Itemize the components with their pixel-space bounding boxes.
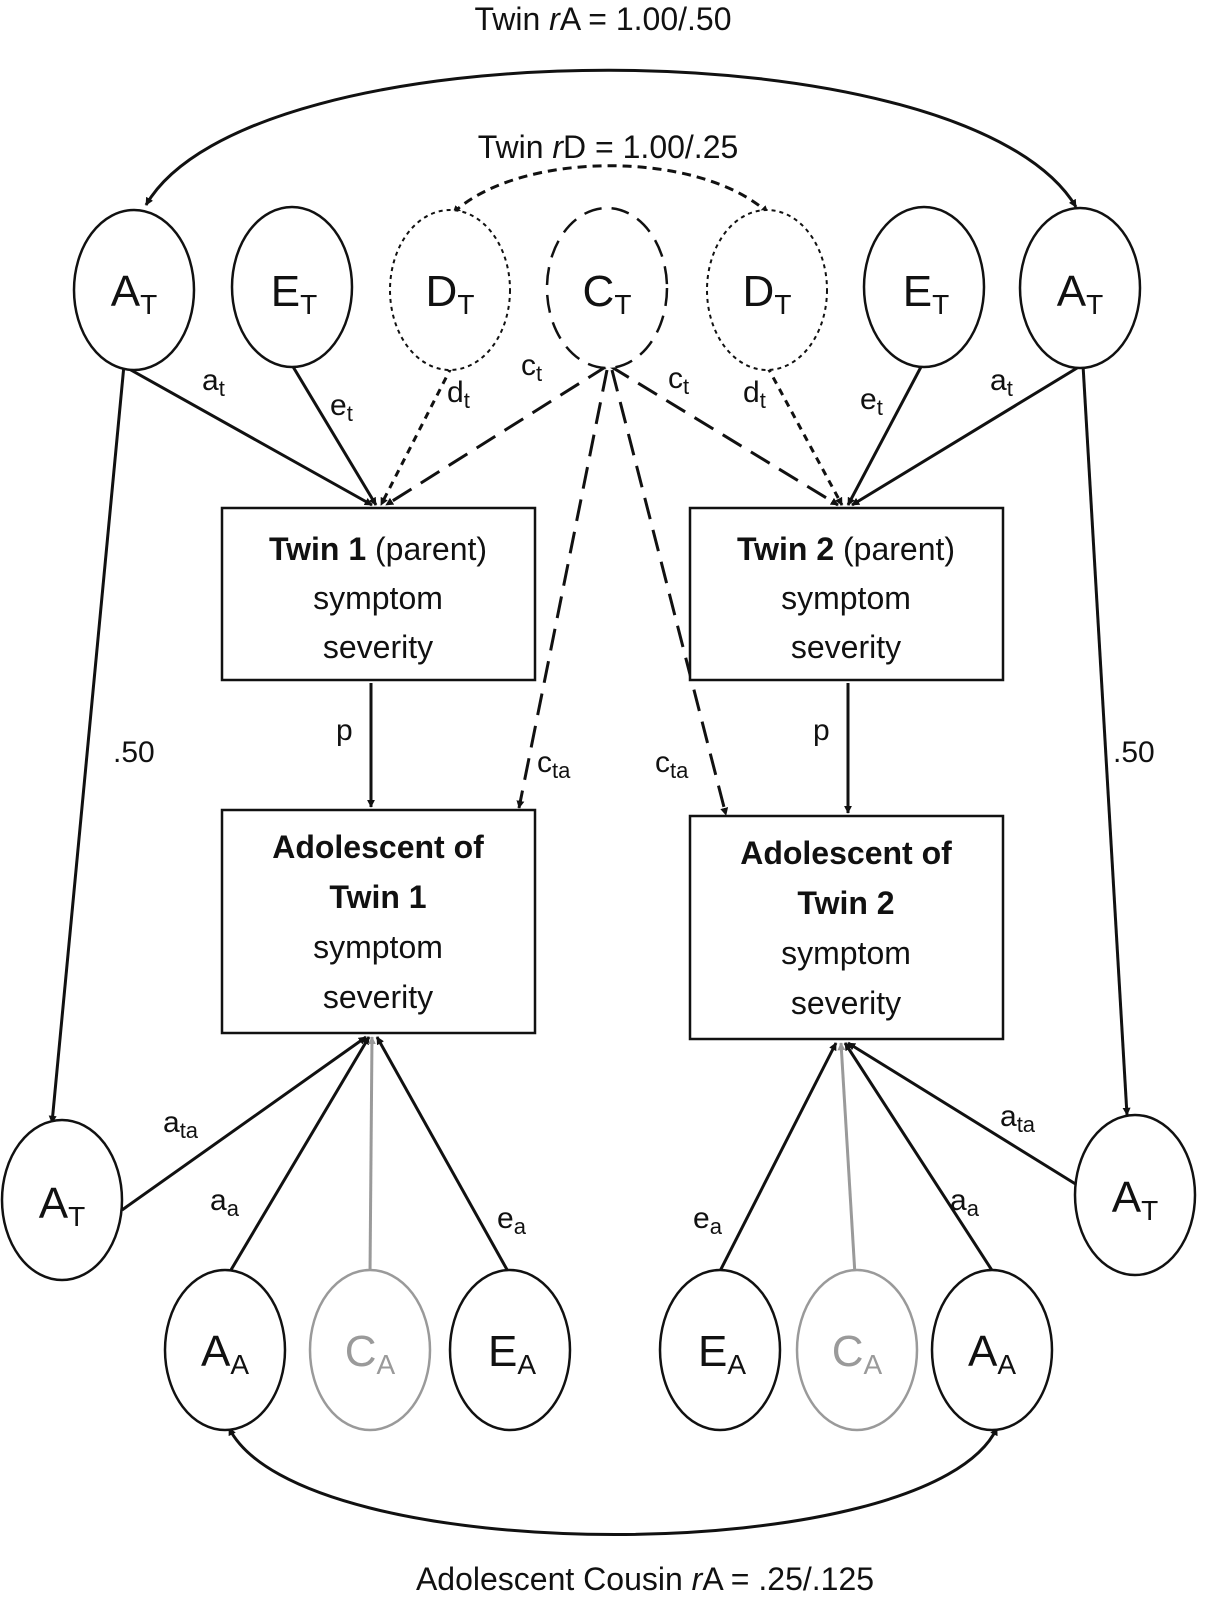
svg-text:symptom: symptom — [313, 580, 443, 616]
factor-d-t-1: DT — [389, 209, 511, 371]
factor-a-t-right-bottom: AT — [1073, 1113, 1197, 1277]
path-at-twin2 — [851, 363, 1083, 507]
svg-text:Twin 2: Twin 2 — [797, 885, 894, 921]
svg-text:Adolescent of: Adolescent of — [740, 835, 952, 871]
twin-rd-label: Twin rD = 1.00/.25 — [478, 129, 739, 165]
svg-text:DT: DT — [426, 267, 475, 320]
cousin-ra-correlation-curve — [227, 1427, 999, 1536]
factor-a-a-1: AA — [163, 1268, 287, 1432]
svg-text:Adolescent of: Adolescent of — [272, 829, 484, 865]
label-dt-left: dt — [447, 376, 470, 413]
cousin-ra-label: Adolescent Cousin rA = .25/.125 — [416, 1561, 874, 1597]
twin-ra-label: Twin rA = 1.00/.50 — [474, 1, 731, 37]
path-ea-adol2 — [716, 1042, 838, 1276]
factor-e-a-1: EA — [448, 1268, 572, 1432]
twin2-box: Twin 2 (parent) symptom severity — [688, 506, 1005, 682]
twin-ra-correlation-curve — [144, 68, 1078, 208]
label-dt-right: dt — [743, 376, 766, 413]
factor-e-a-2: EA — [658, 1268, 782, 1432]
label-cta-right: cta — [655, 746, 689, 783]
path-half-left — [48, 364, 126, 1124]
label-p-left: p — [336, 714, 353, 747]
adolescent1-box: Adolescent of Twin 1 symptom severity — [220, 808, 537, 1035]
svg-text:DT: DT — [743, 267, 792, 320]
label-cta-left: cta — [537, 746, 571, 783]
path-half-right — [1081, 364, 1131, 1116]
path-ca-adol1 — [367, 1036, 376, 1276]
svg-text:CA: CA — [345, 1327, 396, 1380]
path-dt-twin2 — [765, 365, 844, 506]
path-dt-twin1 — [379, 365, 454, 506]
path-at-twin1 — [121, 363, 373, 507]
svg-text:AT: AT — [39, 1179, 85, 1232]
label-ct-right: ct — [668, 362, 689, 399]
svg-text:Twin 2 (parent): Twin 2 (parent) — [737, 531, 955, 567]
label-at-left: at — [202, 364, 225, 401]
svg-text:AT: AT — [111, 267, 157, 320]
svg-text:CA: CA — [832, 1327, 883, 1380]
svg-text:AT: AT — [1057, 267, 1103, 320]
adolescent2-box: Adolescent of Twin 2 symptom severity — [688, 814, 1005, 1041]
label-ata-left: ata — [163, 1106, 199, 1143]
label-ct-left: ct — [521, 349, 542, 386]
path-ct-twin2 — [609, 364, 839, 507]
svg-text:ET: ET — [271, 267, 317, 320]
label-p-right: p — [813, 714, 830, 747]
label-ea-left: ea — [497, 1202, 527, 1239]
path-cta-adol2 — [610, 369, 729, 816]
svg-text:EA: EA — [698, 1327, 746, 1380]
path-aa-adol2 — [843, 1042, 997, 1276]
svg-text:AA: AA — [968, 1327, 1016, 1380]
path-ea-adol1 — [375, 1036, 512, 1276]
factor-d-t-2: DT — [706, 209, 828, 371]
label-et-left: et — [330, 389, 353, 426]
label-at-right: at — [990, 364, 1013, 401]
path-et-twin2 — [846, 364, 924, 506]
factor-a-a-2: AA — [930, 1268, 1054, 1432]
svg-text:symptom: symptom — [781, 580, 911, 616]
factor-c-a-2: CA — [795, 1268, 919, 1432]
svg-text:AT: AT — [1112, 1173, 1158, 1226]
factor-a-t-2: AT — [1018, 206, 1142, 370]
factor-c-a-1: CA — [308, 1268, 432, 1432]
factor-a-t-1: AT — [72, 208, 196, 372]
svg-text:AA: AA — [201, 1327, 249, 1380]
path-cta-adol1 — [516, 369, 609, 809]
path-ata-adol1 — [121, 1035, 367, 1212]
svg-text:ET: ET — [903, 267, 949, 320]
label-ea-right: ea — [693, 1202, 723, 1239]
factor-a-t-left-bottom: AT — [0, 1118, 124, 1282]
svg-text:symptom: symptom — [781, 935, 911, 971]
label-ata-right: ata — [1000, 1100, 1036, 1137]
svg-text:severity: severity — [791, 629, 901, 665]
twin-rd-correlation-curve — [451, 164, 770, 215]
factor-e-t-1: ET — [230, 205, 354, 369]
svg-text:Twin 1 (parent): Twin 1 (parent) — [269, 531, 487, 567]
path-ata-adol2 — [847, 1041, 1083, 1190]
twin1-box: Twin 1 (parent) symptom severity — [220, 506, 537, 682]
svg-text:severity: severity — [791, 985, 901, 1021]
label-half-right: .50 — [1113, 736, 1155, 769]
svg-text:Twin 1: Twin 1 — [329, 879, 426, 915]
label-et-right: et — [860, 383, 883, 420]
svg-text:severity: severity — [323, 629, 433, 665]
svg-text:EA: EA — [488, 1327, 536, 1380]
factor-e-t-2: ET — [862, 205, 986, 369]
path-et-twin1 — [290, 364, 378, 506]
path-aa-adol1 — [226, 1036, 371, 1276]
label-aa-left: aa — [210, 1184, 240, 1221]
svg-text:symptom: symptom — [313, 929, 443, 965]
path-ct-twin1 — [385, 364, 608, 507]
svg-text:CT: CT — [583, 267, 632, 320]
label-half-left: .50 — [113, 736, 155, 769]
label-aa-right: aa — [950, 1184, 980, 1221]
factor-c-t: CT — [545, 206, 669, 370]
svg-text:severity: severity — [323, 979, 433, 1015]
path-ca-adol2 — [837, 1042, 857, 1276]
